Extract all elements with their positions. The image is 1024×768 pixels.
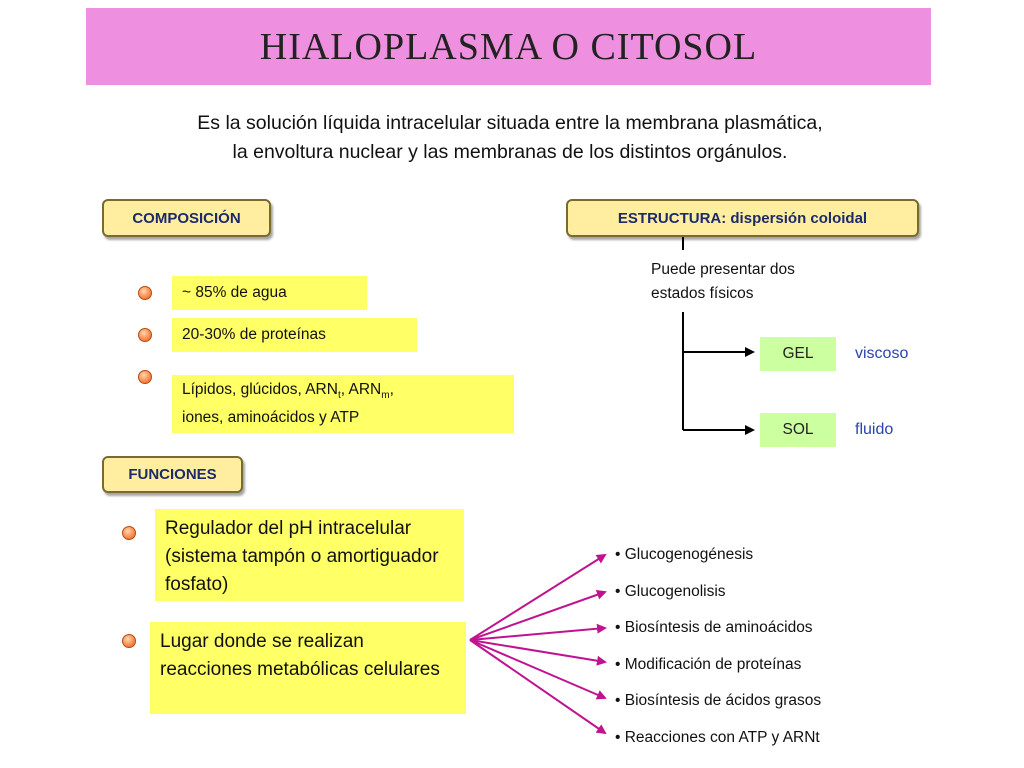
composicion-agua: ~ 85% de agua [182, 284, 287, 301]
sol-description: fluido [855, 421, 894, 438]
gel-description: viscoso [855, 345, 909, 362]
gel-label: GEL [782, 345, 814, 362]
bullet-icon [138, 286, 152, 300]
reaction-arrows [469, 553, 607, 735]
sol-box: SOL [760, 413, 836, 447]
bullet-icon [122, 526, 136, 540]
arrow-reaction-6 [469, 639, 607, 735]
estructura-label: ESTRUCTURA: dispersión coloidal [566, 199, 919, 237]
arrow-reaction-2 [469, 589, 607, 641]
arrow-reaction-4 [469, 639, 607, 666]
bullet-icon [138, 370, 152, 384]
estructura-desc-line1: Puede presentar dos [651, 261, 795, 278]
composicion-proteinas: 20-30% de proteínas [182, 326, 326, 343]
funciones-label: FUNCIONES [102, 456, 243, 493]
estructura-description: Puede presentar dos estados físicos [651, 258, 795, 306]
list-item: Glucogenogénesis [615, 541, 821, 578]
funcion-lugar-box: Lugar donde se realizan reacciones metab… [150, 622, 466, 714]
estructura-label-text: ESTRUCTURA: dispersión coloidal [617, 209, 868, 227]
arrow-reaction-3 [469, 623, 607, 641]
funcion-lugar: Lugar donde se realizan reacciones metab… [160, 631, 440, 680]
composicion-label: COMPOSICIÓN [102, 199, 271, 237]
list-item: Modificación de proteínas [615, 651, 821, 688]
reacciones-list: Glucogenogénesis Glucogenolisis Biosínte… [615, 541, 821, 760]
funcion-regulador-box: Regulador del pH intracelular (sistema t… [155, 509, 464, 601]
estructura-desc-line2: estados físicos [651, 285, 754, 302]
intro-text: Es la solución líquida intracelular situ… [100, 109, 920, 167]
composicion-agua-box: ~ 85% de agua [172, 276, 367, 310]
arrow-reaction-5 [469, 639, 607, 700]
title-banner: HIALOPLASMA O CITOSOL [86, 8, 931, 85]
composicion-lipidos-line1: Lípidos, glúcidos, ARNt, ARNm, [182, 380, 394, 402]
intro-line-2: la envoltura nuclear y las membranas de … [232, 141, 788, 163]
composicion-lipidos-line2: iones, aminoácidos y ATP [182, 409, 360, 427]
funcion-regulador: Regulador del pH intracelular (sistema t… [165, 518, 439, 595]
composicion-lipidos-box: Lípidos, glúcidos, ARNt, ARNm, iones, am… [172, 375, 514, 433]
list-item: Biosíntesis de aminoácidos [615, 614, 821, 651]
intro-line-1: Es la solución líquida intracelular situ… [197, 112, 823, 134]
sol-label: SOL [782, 421, 814, 438]
list-item: Biosíntesis de ácidos grasos [615, 687, 821, 724]
bullet-icon [138, 328, 152, 342]
composicion-proteinas-box: 20-30% de proteínas [172, 318, 417, 352]
funciones-label-text: FUNCIONES [128, 466, 217, 483]
page-title: HIALOPLASMA O CITOSOL [259, 25, 758, 68]
composicion-label-text: COMPOSICIÓN [132, 209, 241, 227]
list-item: Glucogenolisis [615, 578, 821, 615]
gel-box: GEL [760, 337, 836, 371]
bullet-icon [122, 634, 136, 648]
arrow-reaction-1 [469, 553, 607, 641]
list-item: Reacciones con ATP y ARNt [615, 724, 821, 761]
